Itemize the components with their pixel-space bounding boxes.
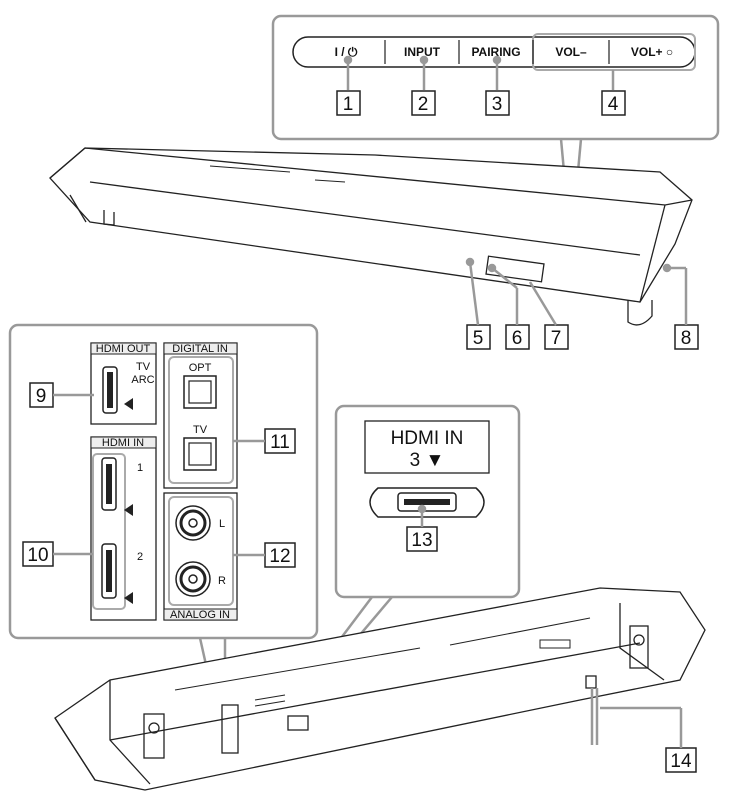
callout-12: 12	[269, 546, 290, 567]
rca-jack-left	[175, 505, 211, 541]
soundbar-front	[49, 147, 693, 326]
callout-4: 4	[608, 94, 619, 115]
hdmi-in-label: HDMI IN	[102, 437, 144, 449]
hdmi3-callout-frame	[334, 404, 521, 599]
top-callout-frame	[271, 14, 720, 141]
power-button-label: I / ⏻	[335, 45, 358, 59]
hdmi3-label-line2: 3 ▼	[410, 450, 445, 471]
hdmi3-label-box	[364, 420, 490, 474]
analog-r-label: R	[218, 575, 226, 587]
front-leaders	[465, 257, 688, 326]
rca-jack-right	[175, 561, 211, 597]
callout-5: 5	[473, 328, 484, 349]
tv-optical-label: TV	[193, 424, 208, 436]
rear-connector-cluster	[221, 704, 239, 754]
rear-hdmi3-recess	[287, 715, 309, 731]
rear-callout-frame	[8, 323, 319, 640]
vol-minus-label: VOL–	[555, 45, 587, 59]
callout-13: 13	[411, 530, 432, 551]
callout-11: 11	[270, 432, 290, 453]
callout-numbers: 1 2 3 4 5 6 7 8 9 10 11 12 13 14	[27, 94, 692, 772]
callout-10: 10	[27, 545, 48, 566]
callout-boxes	[22, 90, 699, 773]
analog-l-label: L	[219, 518, 225, 530]
hdmi-in-1-number: 1	[137, 462, 143, 474]
digital-in-highlight	[168, 356, 234, 484]
callout-6: 6	[512, 328, 523, 349]
callout-9: 9	[36, 386, 47, 407]
analog-in-label: ANALOG IN	[170, 609, 230, 621]
callout-2: 2	[418, 94, 429, 115]
rear-leaders	[590, 688, 683, 748]
vol-plus-label: VOL+ ○	[631, 45, 673, 59]
opt-label: OPT	[189, 362, 212, 374]
callout-1: 1	[343, 94, 354, 115]
rear-connector-callout: HDMI OUT TV ARC HDMI IN 1 2 DIGITAL IN O…	[8, 323, 319, 706]
input-button-label: INPUT	[404, 45, 441, 59]
callout-3: 3	[492, 94, 503, 115]
tv-arc-label-1: TV	[136, 361, 151, 373]
pairing-button-label: PAIRING	[471, 45, 520, 59]
callout-8: 8	[681, 328, 692, 349]
tv-arc-label-2: ARC	[131, 374, 154, 386]
hdmi3-label-line1: HDMI IN	[391, 428, 464, 449]
top-button-callout: I / ⏻ INPUT PAIRING VOL– VOL+ ○	[271, 14, 720, 216]
hdmi-in-box	[90, 436, 157, 621]
hdmi-in-2-number: 2	[137, 551, 143, 563]
callout-14: 14	[670, 751, 692, 772]
hdmi-in-highlight	[92, 453, 126, 610]
hdmi-out-label: HDMI OUT	[96, 343, 151, 355]
digital-in-label: DIGITAL IN	[172, 343, 228, 355]
analog-in-highlight	[168, 496, 234, 606]
soundbar-rear	[54, 587, 706, 791]
callout-7: 7	[551, 328, 562, 349]
